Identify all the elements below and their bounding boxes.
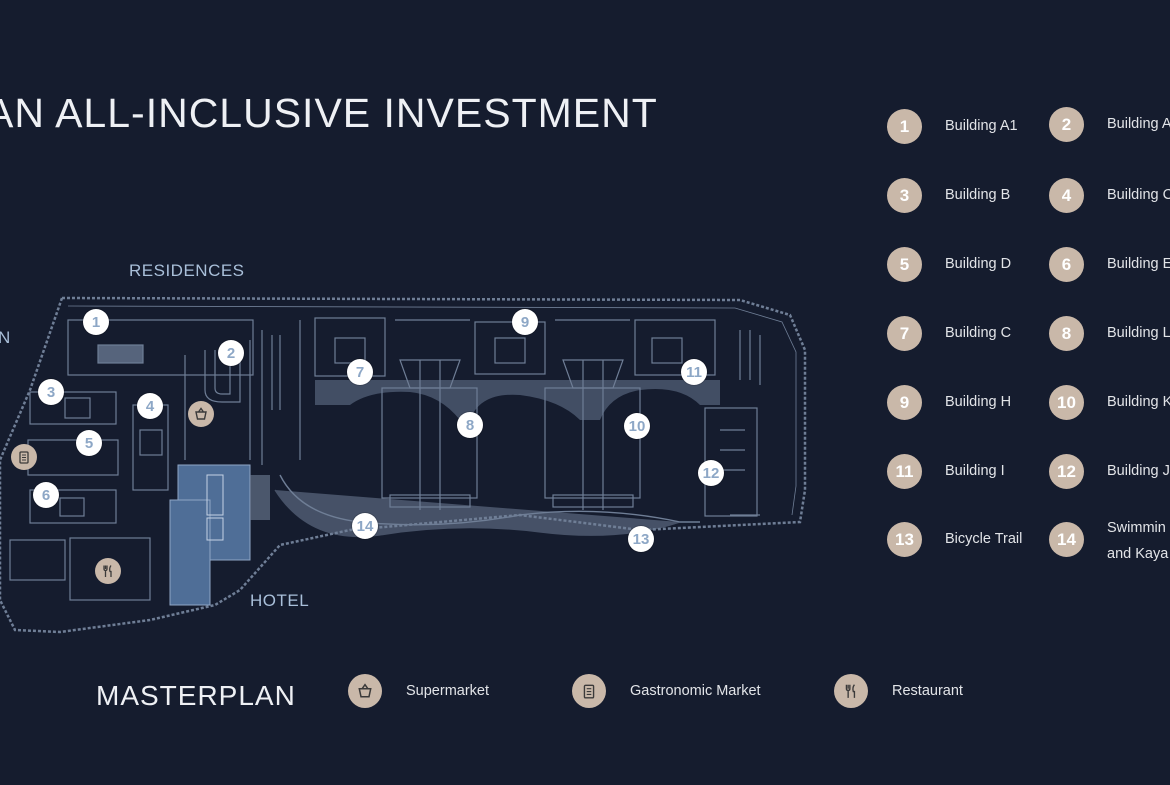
legend-number: 1 bbox=[887, 109, 922, 144]
map-marker-8[interactable]: 8 bbox=[457, 412, 483, 438]
legend-number: 2 bbox=[1049, 107, 1084, 142]
clipboard-icon bbox=[572, 674, 606, 708]
legend-number: 4 bbox=[1049, 178, 1084, 213]
legend-number: 10 bbox=[1049, 385, 1084, 420]
map-marker-10[interactable]: 10 bbox=[624, 413, 650, 439]
legend-item-9[interactable]: 9 Building H bbox=[887, 385, 1011, 420]
legend-number: 6 bbox=[1049, 247, 1084, 282]
legend-label: Building D bbox=[945, 256, 1012, 272]
page-heading: AN ALL-INCLUSIVE INVESTMENT bbox=[0, 90, 658, 136]
legend-label: Building I bbox=[945, 463, 1005, 479]
amenity-label: Supermarket bbox=[406, 683, 490, 699]
map-label-hotel: HOTEL bbox=[250, 591, 310, 610]
amenity-label: Gastronomic Market bbox=[630, 683, 761, 699]
fork-knife-icon bbox=[834, 674, 868, 708]
legend-number: 8 bbox=[1049, 316, 1084, 351]
legend-number: 12 bbox=[1049, 454, 1084, 489]
basket-icon bbox=[348, 674, 382, 708]
legend-item-11[interactable]: 11 Building I bbox=[887, 454, 1005, 489]
legend-item-1[interactable]: 1 Building A1 bbox=[887, 109, 1018, 144]
legend-label: Building E bbox=[1107, 256, 1170, 272]
map-label-edge: N bbox=[0, 328, 11, 347]
map-marker-2[interactable]: 2 bbox=[218, 340, 244, 366]
map-marker-3[interactable]: 3 bbox=[38, 379, 64, 405]
legend-label: Building A1 bbox=[945, 118, 1018, 134]
map-marker-4[interactable]: 4 bbox=[137, 393, 163, 419]
legend-label: Building K bbox=[1107, 394, 1170, 410]
legend-label: Building J bbox=[1107, 463, 1170, 479]
section-title: MASTERPLAN bbox=[96, 680, 296, 711]
legend-number: 3 bbox=[887, 178, 922, 213]
fork-knife-icon[interactable] bbox=[95, 558, 121, 584]
map-marker-1[interactable]: 1 bbox=[83, 309, 109, 335]
basket-icon[interactable] bbox=[188, 401, 214, 427]
legend-item-13[interactable]: 13 Bicycle Trail bbox=[887, 522, 1022, 557]
legend-number: 13 bbox=[887, 522, 922, 557]
site-plan-drawing bbox=[0, 296, 807, 634]
legend-label: Building A bbox=[1107, 116, 1170, 132]
map-marker-5[interactable]: 5 bbox=[76, 430, 102, 456]
legend-label: Bicycle Trail bbox=[945, 531, 1023, 547]
legend-number: 14 bbox=[1049, 522, 1084, 557]
map-marker-12[interactable]: 12 bbox=[698, 460, 724, 486]
legend-number: 7 bbox=[887, 316, 922, 351]
hotel-building bbox=[169, 464, 270, 606]
legend-label: Building C bbox=[1107, 187, 1170, 203]
legend-label: Building B bbox=[945, 187, 1011, 203]
map-marker-7[interactable]: 7 bbox=[347, 359, 373, 385]
legend-item-4[interactable]: 4 Building C bbox=[1049, 178, 1170, 213]
legend-number: 11 bbox=[887, 454, 922, 489]
legend-item-2[interactable]: 2 Building A bbox=[1049, 107, 1170, 142]
legend-item-12[interactable]: 12 Building J bbox=[1049, 454, 1170, 489]
legend-item-14[interactable]: 14 Swimmin bbox=[1049, 520, 1166, 557]
map-marker-9[interactable]: 9 bbox=[512, 309, 538, 335]
legend-item-3[interactable]: 3 Building B bbox=[887, 178, 1010, 213]
amenity-gastronomic-market[interactable]: Gastronomic Market bbox=[572, 674, 761, 708]
map-label-residences: RESIDENCES bbox=[129, 261, 245, 280]
amenity-supermarket[interactable]: Supermarket bbox=[348, 674, 489, 708]
amenity-label: Restaurant bbox=[892, 683, 963, 699]
clipboard-icon[interactable] bbox=[11, 444, 37, 470]
legend-item-8[interactable]: 8 Building L bbox=[1049, 316, 1170, 351]
legend-number: 9 bbox=[887, 385, 922, 420]
map-marker-13[interactable]: 13 bbox=[628, 526, 654, 552]
amenity-restaurant[interactable]: Restaurant bbox=[834, 674, 963, 708]
map-marker-11[interactable]: 11 bbox=[681, 359, 707, 385]
legend-label: Building H bbox=[945, 394, 1012, 410]
legend-label: Building C bbox=[945, 325, 1012, 341]
legend-item-6[interactable]: 6 Building E bbox=[1049, 247, 1170, 282]
legend-label: Swimmin bbox=[1107, 520, 1166, 536]
map-marker-14[interactable]: 14 bbox=[352, 513, 378, 539]
legend-item-7[interactable]: 7 Building C bbox=[887, 316, 1011, 351]
legend-item-5[interactable]: 5 Building D bbox=[887, 247, 1011, 282]
legend-label-continuation: and Kaya bbox=[1107, 546, 1169, 562]
map-marker-6[interactable]: 6 bbox=[33, 482, 59, 508]
legend-label: Building L bbox=[1107, 325, 1170, 341]
legend-number: 5 bbox=[887, 247, 922, 282]
legend-item-10[interactable]: 10 Building K bbox=[1049, 385, 1170, 420]
